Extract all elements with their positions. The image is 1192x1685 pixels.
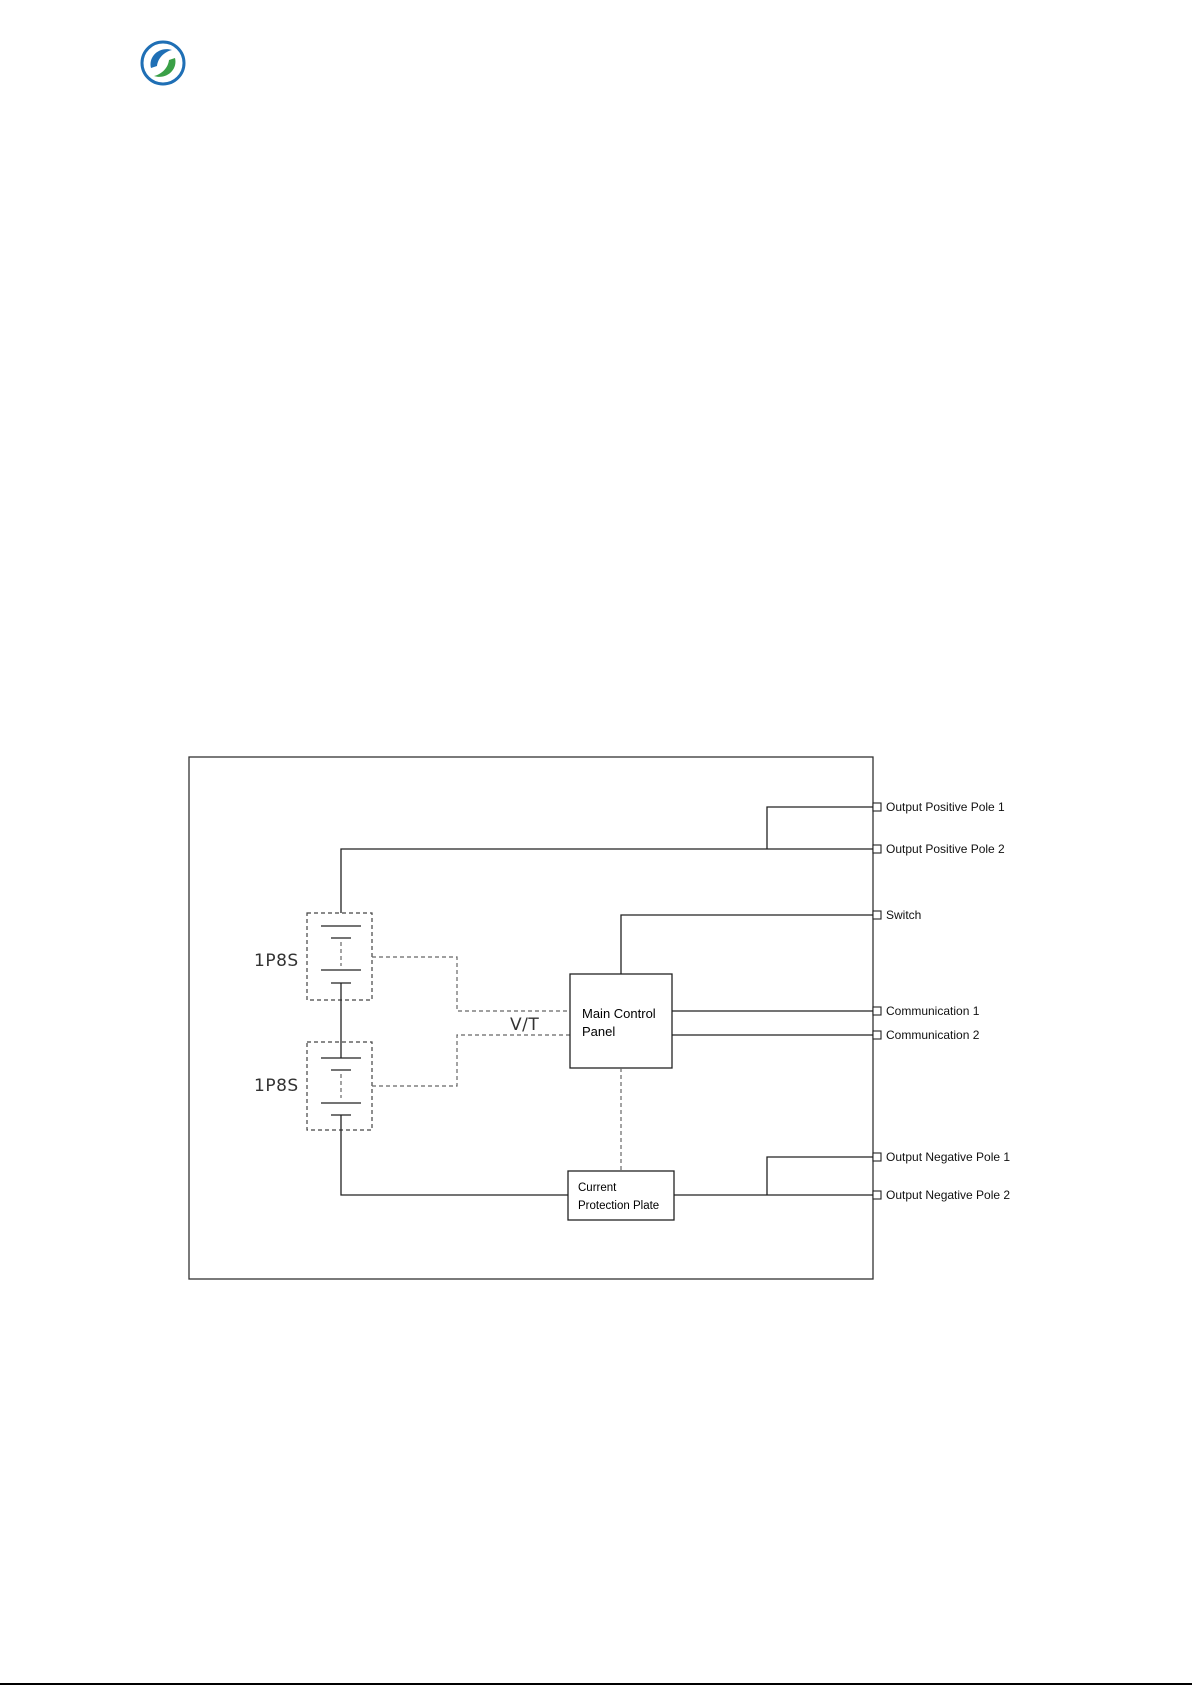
terminal-square-comm2 bbox=[873, 1031, 881, 1039]
vt-label: V/T bbox=[510, 1015, 539, 1035]
wire-switch bbox=[621, 915, 873, 974]
terminal-label-neg1: Output Negative Pole 1 bbox=[886, 1150, 1010, 1164]
terminal-label-comm2: Communication 2 bbox=[886, 1028, 980, 1042]
terminal-square-neg2 bbox=[873, 1191, 881, 1199]
main-control-label-1: Main Control bbox=[582, 1006, 656, 1021]
wire-negative-main bbox=[341, 1115, 568, 1195]
wire-positive-main bbox=[341, 849, 873, 913]
terminal-square-neg1 bbox=[873, 1153, 881, 1161]
sense-line-2 bbox=[372, 1035, 570, 1086]
wire-positive-1 bbox=[767, 807, 873, 849]
current-protection-plate bbox=[568, 1171, 674, 1220]
module-2-label: 1P8S bbox=[254, 1076, 299, 1096]
terminal-square-comm1 bbox=[873, 1007, 881, 1015]
terminal-label-comm1: Communication 1 bbox=[886, 1004, 980, 1018]
terminal-square-pos1 bbox=[873, 803, 881, 811]
terminal-label-neg2: Output Negative Pole 2 bbox=[886, 1188, 1010, 1202]
sense-line-1 bbox=[372, 957, 570, 1011]
module-1-label: 1P8S bbox=[254, 951, 299, 971]
terminal-square-switch bbox=[873, 911, 881, 919]
battery-module-2 bbox=[307, 1042, 372, 1130]
terminal-label-pos2: Output Positive Pole 2 bbox=[886, 842, 1005, 856]
main-control-label-2: Panel bbox=[582, 1024, 615, 1039]
terminal-square-pos2 bbox=[873, 845, 881, 853]
wire-negative-1 bbox=[767, 1157, 873, 1195]
main-control-panel bbox=[570, 974, 672, 1068]
terminal-label-switch: Switch bbox=[886, 908, 921, 922]
current-protection-label-1: Current bbox=[578, 1182, 617, 1194]
terminal-label-pos1: Output Positive Pole 1 bbox=[886, 800, 1005, 814]
current-protection-label-2: Protection Plate bbox=[578, 1200, 659, 1212]
